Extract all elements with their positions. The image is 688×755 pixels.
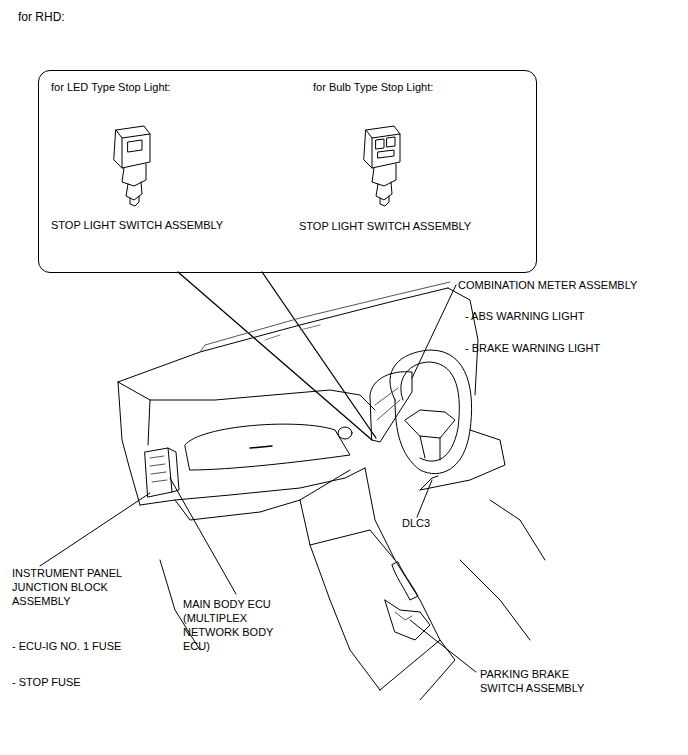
part-name: STOP LIGHT SWITCH ASSEMBLY xyxy=(299,219,471,233)
part-label: MAIN BODY ECU (MULTIPLEX NETWORK BODY EC… xyxy=(183,597,295,653)
variant-heading: for Bulb Type Stop Light: xyxy=(313,80,433,94)
part-label: - ECU-IG NO. 1 FUSE xyxy=(12,639,121,653)
variant-heading: for LED Type Stop Light: xyxy=(51,80,171,94)
callout-box: for LED Type Stop Light: STOP LIGHT SWITC… xyxy=(38,70,537,273)
part-label: INSTRUMENT PANEL JUNCTION BLOCK ASSEMBLY xyxy=(12,566,140,608)
part-label: PARKING BRAKE SWITCH ASSEMBLY xyxy=(480,667,605,695)
part-label: - BRAKE WARNING LIGHT xyxy=(465,341,600,355)
part-label: COMBINATION METER ASSEMBLY xyxy=(458,278,637,292)
part-label: - STOP FUSE xyxy=(12,675,81,689)
part-label: - ABS WARNING LIGHT xyxy=(465,309,584,323)
part-label: DLC3 xyxy=(402,516,430,530)
diagram-title: for RHD: xyxy=(18,10,65,24)
part-name: STOP LIGHT SWITCH ASSEMBLY xyxy=(51,218,223,232)
